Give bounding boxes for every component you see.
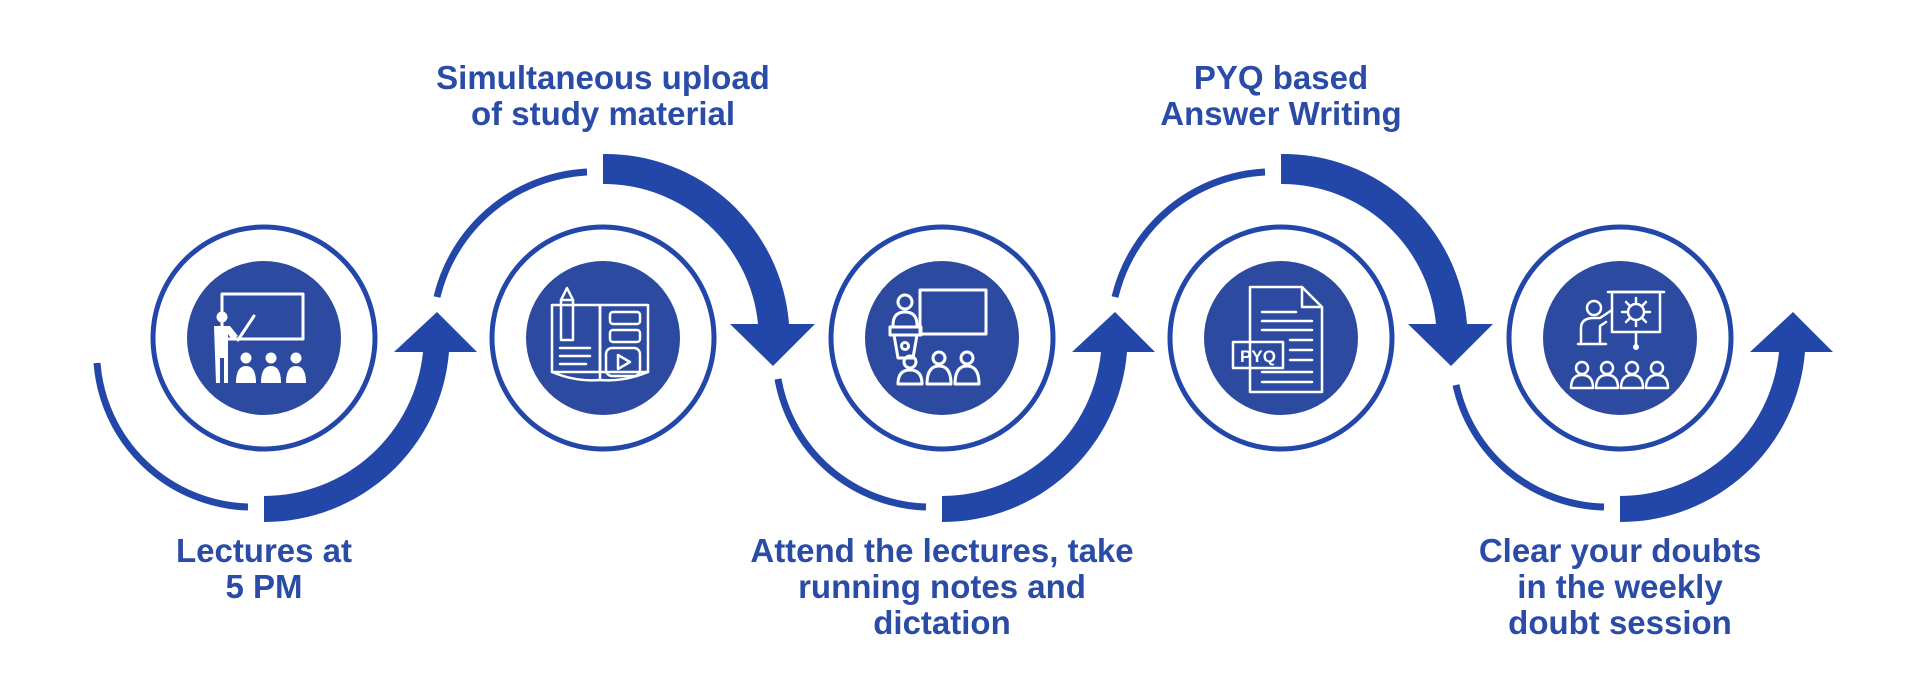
thin-arc-2 bbox=[433, 168, 588, 298]
step-5-label-line-1: Clear your doubts bbox=[1478, 532, 1762, 569]
step-2-label-line-2: of study material bbox=[470, 95, 736, 132]
step-5-label-line-2: in the weekly bbox=[1517, 568, 1723, 605]
pyq-document-icon: PYQ bbox=[1231, 285, 1324, 394]
doubt-session-icon bbox=[1569, 290, 1670, 390]
step-circle-3 bbox=[828, 224, 1056, 452]
thick-arrow-2 bbox=[603, 153, 815, 366]
thin-arc-4 bbox=[1111, 168, 1266, 298]
step-1-label-line-1: Lectures at bbox=[175, 532, 353, 569]
thick-arrow-1 bbox=[264, 312, 477, 523]
step-1-label-line-2: 5 PM bbox=[225, 568, 303, 605]
step-3-label-line-2: running notes and bbox=[798, 568, 1086, 605]
step-3-label-line-3: dictation bbox=[873, 604, 1011, 641]
step-3-label: Attend the lectures, take running notes … bbox=[702, 533, 1182, 641]
step-circle-4 bbox=[1167, 224, 1395, 452]
step-4-label-line-1: PYQ based bbox=[1193, 59, 1369, 96]
thick-arrow-5 bbox=[1620, 312, 1833, 523]
connector-arcs bbox=[93, 153, 1833, 523]
step-4-label-line-2: Answer Writing bbox=[1160, 95, 1402, 132]
step-circle-5 bbox=[1506, 224, 1734, 452]
step-5-label: Clear your doubts in the weekly doubt se… bbox=[1420, 533, 1820, 641]
step-4-label: PYQ based Answer Writing bbox=[1081, 60, 1481, 132]
teacher-whiteboard-icon bbox=[214, 292, 306, 383]
pyq-icon-text: PYQ bbox=[1240, 347, 1276, 366]
step-2-label: Simultaneous upload of study material bbox=[403, 60, 803, 132]
thin-arc-5 bbox=[1452, 384, 1605, 511]
step-3-label-line-1: Attend the lectures, take bbox=[750, 532, 1134, 569]
study-material-icon bbox=[550, 286, 650, 382]
step-1-label: Lectures at 5 PM bbox=[114, 533, 414, 605]
step-circle-2 bbox=[489, 224, 717, 452]
thin-arc-3 bbox=[774, 378, 927, 511]
step-5-label-line-3: doubt session bbox=[1508, 604, 1732, 641]
thin-arc-1 bbox=[93, 362, 249, 511]
step-2-label-line-1: Simultaneous upload bbox=[436, 59, 770, 96]
thick-arrow-4 bbox=[1281, 153, 1493, 366]
thick-arrow-3 bbox=[942, 312, 1155, 523]
lecture-podium-icon bbox=[888, 288, 988, 386]
